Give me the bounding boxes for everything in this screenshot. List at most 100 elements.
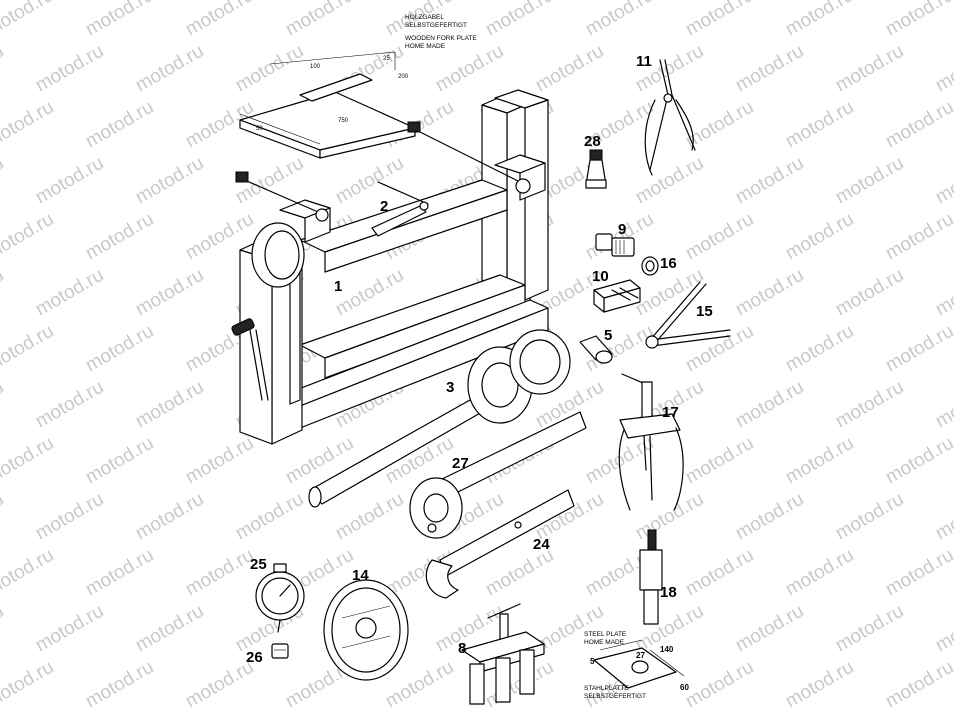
watermark-text: motod.ru — [0, 41, 7, 97]
note-selbstgefertigt: SELBSTGEFERTIGT — [405, 22, 467, 29]
watermark-text: motod.ru — [0, 153, 7, 209]
callout-16: 16 — [660, 255, 677, 272]
watermark-text: motod.ru — [0, 489, 7, 545]
watermark-text: motod.ru — [0, 321, 57, 377]
note-steel-plate: STEEL PLATE — [584, 631, 627, 638]
watermark-text: motod.ru — [132, 601, 207, 657]
steel-plate-dimensions: 140 27 5 60 — [590, 645, 689, 692]
watermark-text: motod.ru — [82, 321, 157, 377]
holding-tool — [308, 329, 571, 508]
watermark-text: motod.ru — [232, 41, 307, 97]
hook-wrench — [645, 281, 731, 349]
puller-bolt — [595, 233, 635, 257]
watermark-text: motod.ru — [82, 545, 157, 601]
gauge-adapter — [271, 643, 289, 659]
watermark-text: motod.ru — [882, 209, 954, 265]
steel-plate — [593, 639, 685, 689]
watermark-text: motod.ru — [832, 265, 907, 321]
note-stahl-selbstgefertigt: SELBSTGEFERTIGT — [584, 693, 646, 700]
callout-18: 18 — [660, 584, 677, 601]
steel-plate-note: STEEL PLATE HOME MADE STAHLPLATTE SELBST… — [584, 631, 646, 700]
hook-spanner — [425, 489, 575, 599]
watermark-text: motod.ru — [882, 0, 954, 40]
bush — [579, 335, 613, 364]
watermark-text: motod.ru — [882, 321, 954, 377]
dial-gauge — [255, 563, 305, 633]
callout-11: 11 — [636, 53, 652, 70]
watermark-text: motod.ru — [632, 489, 707, 545]
watermark-text: motod.ru — [682, 545, 757, 601]
watermark-text: motod.ru — [782, 657, 857, 713]
sleeve — [641, 256, 659, 276]
callout-10: 10 — [592, 268, 609, 285]
watermark-text: motod.ru — [932, 153, 954, 209]
watermark-text: motod.ru — [182, 433, 257, 489]
watermark-text: motod.ru — [32, 153, 107, 209]
watermark-text: motod.ru — [782, 97, 857, 153]
watermark-text: motod.ru — [732, 41, 807, 97]
dim-200: 200 — [398, 74, 409, 80]
watermark-text: motod.ru — [632, 153, 707, 209]
watermark-text: motod.ru — [0, 601, 7, 657]
callout-25: 25 — [250, 556, 267, 573]
watermark-text: motod.ru — [832, 489, 907, 545]
watermark-text: motod.ru — [882, 433, 954, 489]
watermark-text: motod.ru — [182, 545, 257, 601]
watermark-text: motod.ru — [0, 97, 57, 153]
watermark-text: motod.ru — [132, 489, 207, 545]
dim-100: 100 — [310, 64, 321, 70]
dim-750: 750 — [338, 118, 349, 124]
callout-15: 15 — [696, 303, 713, 320]
watermark-text: motod.ru — [682, 209, 757, 265]
watermark-text: motod.ru — [832, 153, 907, 209]
watermark-text: motod.ru — [682, 433, 757, 489]
sealant-tube — [585, 149, 607, 189]
watermark-text: motod.ru — [882, 657, 954, 713]
watermark-text: motod.ru — [932, 489, 954, 545]
dim-25: 25 — [383, 56, 390, 62]
watermark-text: motod.ru — [82, 0, 157, 40]
watermark-text: motod.ru — [232, 489, 307, 545]
watermark-text: motod.ru — [32, 41, 107, 97]
watermark-text: motod.ru — [32, 601, 107, 657]
note-home-made: HOME MADE — [405, 43, 446, 50]
wooden-plate-note: HOLZGABEL SELBSTGEFERTIGT WOODEN FORK PL… — [405, 14, 477, 50]
callout-labels: 1 2 3 5 8 9 10 11 14 15 16 17 18 24 25 2… — [246, 53, 713, 666]
watermark-text: motod.ru — [832, 377, 907, 433]
watermark-text: motod.ru — [82, 97, 157, 153]
watermark-text: motod.ru — [532, 41, 607, 97]
watermark-text: motod.ru — [682, 0, 757, 40]
dim-27: 27 — [636, 651, 645, 660]
callout-26: 26 — [246, 649, 263, 666]
watermark-text: motod.ru — [782, 209, 857, 265]
watermark-text: motod.ru — [282, 0, 357, 40]
watermark-text: motod.ru — [32, 489, 107, 545]
watermark-text: motod.ru — [882, 545, 954, 601]
watermark-text: motod.ru — [132, 41, 207, 97]
watermark-text: motod.ru — [82, 209, 157, 265]
watermark-text: motod.ru — [332, 489, 407, 545]
dim-50: 50 — [256, 126, 263, 132]
watermark-text: motod.ru — [782, 0, 857, 40]
watermark-text: motod.ru — [732, 601, 807, 657]
watermark-text: motod.ru — [132, 377, 207, 433]
watermark-text: motod.ru — [82, 657, 157, 713]
callout-2: 2 — [380, 198, 388, 215]
watermark-text: motod.ru — [782, 545, 857, 601]
watermark-text: motod.ru — [0, 657, 57, 713]
watermark-text: motod.ru — [782, 433, 857, 489]
watermark-text: motod.ru — [682, 321, 757, 377]
watermark-text: motod.ru — [82, 433, 157, 489]
dim-140: 140 — [660, 645, 674, 654]
watermark-text: motod.ru — [732, 377, 807, 433]
callout-5: 5 — [604, 327, 612, 344]
watermark-text: motod.ru — [0, 265, 7, 321]
bearing-puller-block — [593, 279, 641, 313]
dim-60: 60 — [680, 683, 689, 692]
watermark-text: motod.ru — [882, 97, 954, 153]
callout-27: 27 — [452, 455, 469, 472]
slide-hammer-adapter — [639, 529, 663, 625]
degree-disc — [323, 579, 409, 681]
watermark-text: motod.ru — [0, 545, 57, 601]
watermark-text: motod.ru — [732, 489, 807, 545]
